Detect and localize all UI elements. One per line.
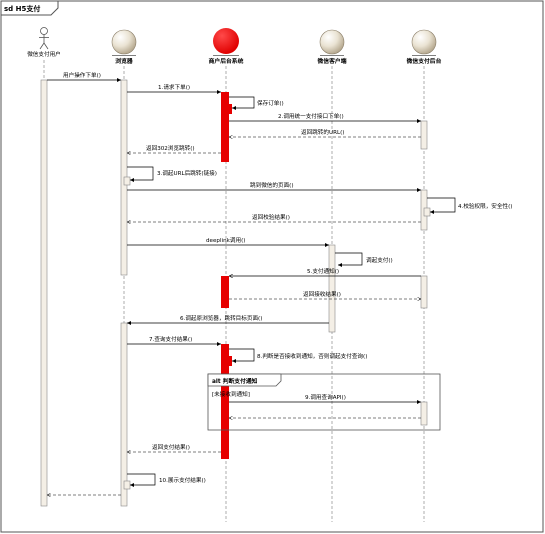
svg-text:保存订单(): 保存订单() [257,99,284,107]
activation-bar [328,244,336,333]
activation-bar [423,207,431,217]
svg-text:返回302浏览跳转(): 返回302浏览跳转() [146,144,195,152]
activation-bar [420,275,428,309]
messages: 用户操作下单() 1.请求下单() 保存订单() 2.调用统一支付接口下单() … [47,71,512,495]
message-10-self: 10.展示支付结果() [127,473,206,488]
svg-text:deeplink调用(): deeplink调用() [206,236,245,244]
participant-name: 浏览器 [115,57,133,65]
frame-title: sd H5支付 [4,4,40,13]
message-3a: 跳到微信的页面() [127,181,421,193]
activation-bar [221,276,229,308]
svg-text:8.判断是否接收到通知，否则调起支付查询(): 8.判断是否接收到通知，否则调起支付查询() [257,352,367,360]
participant-browser: 浏览器 [111,29,137,65]
message-4-self: 4.校验权限，安全性() [427,197,512,215]
activations [40,79,431,507]
participant-merchant: 商户后台系统 [209,28,244,65]
svg-text:返回跳转的URL(): 返回跳转的URL() [301,128,344,136]
activation-bar [227,356,232,366]
fragment-guard: [未接收到通知] [212,390,250,398]
svg-text:5.支付通知(): 5.支付通知() [307,267,339,275]
svg-text:调起支付(): 调起支付() [366,256,393,264]
message-9b-return: 返回支付结果() [127,443,221,452]
message-1: 1.请求下单() [127,83,221,95]
message-5-return: 返回接收结果() [229,290,421,299]
svg-text:返回接收结果(): 返回接收结果() [303,290,341,298]
actor-icon [39,27,49,50]
svg-text:6.调起原浏览器，跳转目标页面(): 6.调起原浏览器，跳转目标页面() [180,314,262,322]
svg-text:9.调用查询API(): 9.调用查询API() [305,393,346,401]
svg-text:7.查询支付结果(): 7.查询支付结果() [149,335,192,343]
entity-icon [213,28,239,56]
message-6: 6.调起原浏览器，跳转目标页面() [126,314,329,326]
message-3-self: 3.调起URL后跳转(链接) [127,166,217,183]
fragment-title: alt 判断支付通知 [212,377,258,385]
message-9: 9.调用查询API() [229,393,421,405]
activation-bar [227,104,232,114]
participant-name: 微信客户端 [317,57,347,65]
message-2-return: 返回跳转的URL() [229,128,421,137]
entity-icon [319,29,345,56]
svg-text:返回支付结果(): 返回支付结果() [152,443,190,451]
entity-icon [411,29,437,56]
message-0: 用户操作下单() [47,71,121,83]
message-5: 5.支付通知() [229,267,421,276]
message-8-self: 8.判断是否接收到通知，否则调起支付查询() [229,348,367,364]
svg-text:10.展示支付结果(): 10.展示支付结果() [159,476,206,484]
svg-text:1.请求下单(): 1.请求下单() [158,83,190,91]
alt-fragment: alt 判断支付通知 [未接收到通知] [207,373,441,431]
participant-user: 微信支付用户 [27,27,61,58]
participant-name: 微信支付后台 [406,57,442,65]
activation-bar [123,480,131,490]
message-5a: deeplink调用() [127,236,329,248]
participant-name: 商户后台系统 [209,57,244,65]
message-5b-self: 调起支付() [335,252,393,268]
activation-bar [420,401,428,426]
message-4-return: 返回校验结果() [127,213,421,222]
participant-wxclient: 微信客户端 [317,29,347,65]
activation-bar [420,120,428,150]
svg-text:3.调起URL后跳转(链接): 3.调起URL后跳转(链接) [157,169,217,177]
activation-bar [221,344,229,459]
message-7: 7.查询支付结果() [127,335,221,347]
svg-text:2.调用统一支付接口下单(): 2.调用统一支付接口下单() [278,112,344,120]
participant-wxpay: 微信支付后台 [406,29,442,65]
svg-text:用户操作下单(): 用户操作下单() [63,71,101,79]
activation-bar [40,79,48,507]
svg-text:跳到微信的页面(): 跳到微信的页面() [250,181,294,189]
activation-bar [221,92,229,162]
participant-name: 微信支付用户 [27,50,61,58]
entity-icon [111,29,137,56]
activation-bar [120,322,128,507]
message-2b-return: 返回302浏览跳转() [127,144,221,153]
message-1a-self: 保存订单() [229,96,284,111]
activation-bar [123,176,131,186]
svg-text:4.校验权限，安全性(): 4.校验权限，安全性() [458,202,512,210]
svg-text:返回校验结果(): 返回校验结果() [252,213,290,221]
message-2: 2.调用统一支付接口下单() [229,112,421,124]
